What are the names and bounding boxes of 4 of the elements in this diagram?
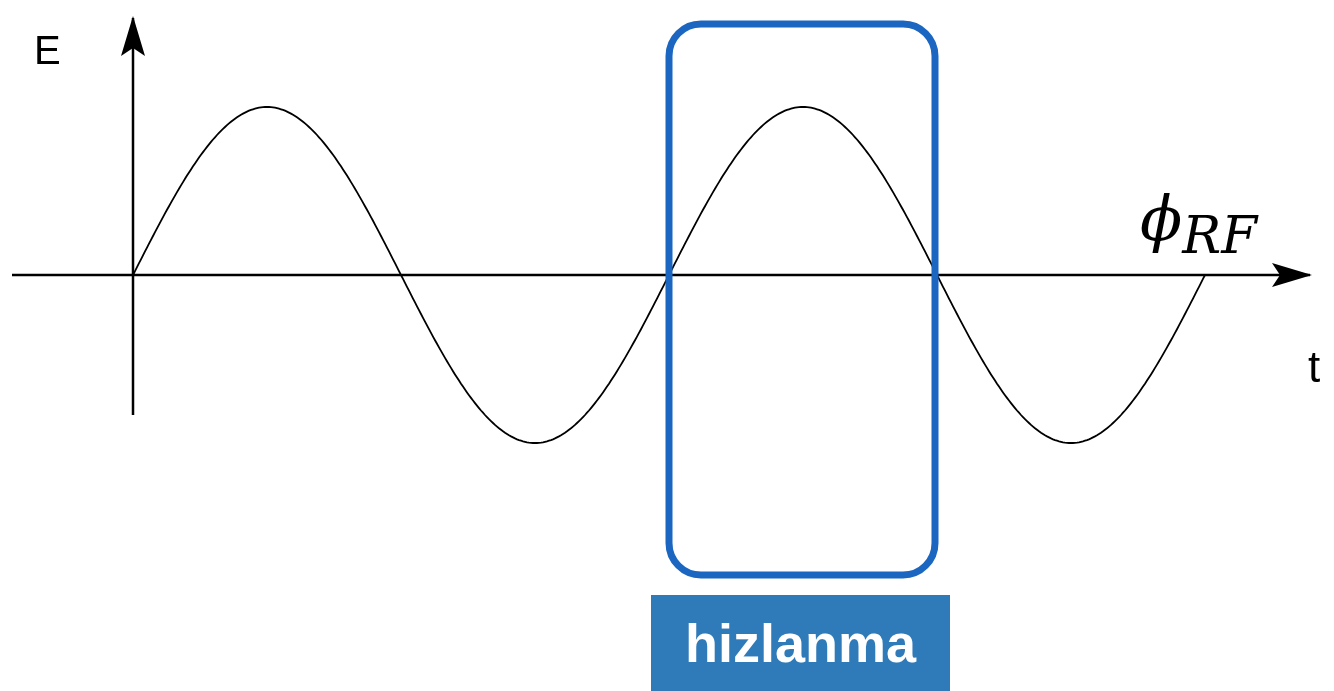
axis-label: t: [1308, 345, 1321, 389]
caption-tag: hizlanma: [651, 595, 950, 691]
axis-label: E: [34, 30, 61, 70]
axis-label: ϕ$_{RF}$: [1140, 188, 1257, 263]
